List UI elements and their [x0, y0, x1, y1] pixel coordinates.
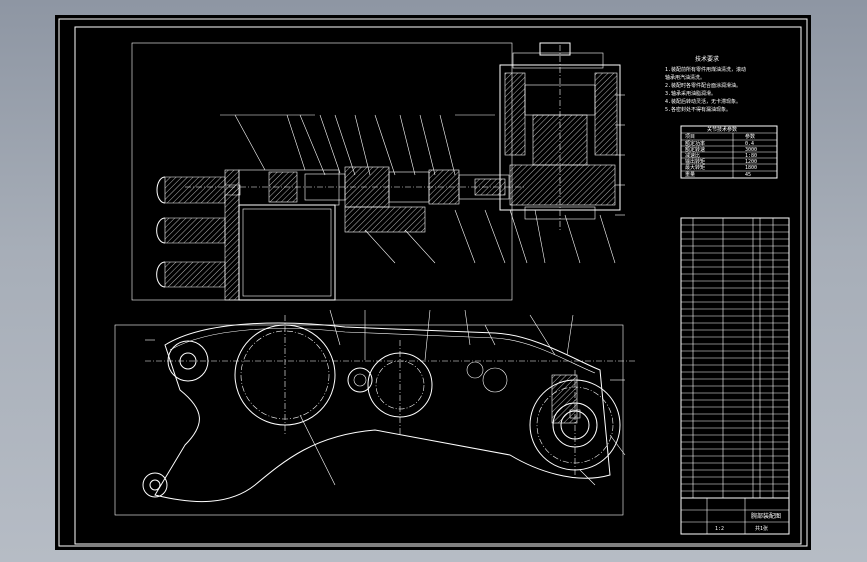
- notes-heading: 技术要求: [695, 55, 719, 63]
- drawing-scale: 1:2: [715, 526, 724, 532]
- technical-notes: 技术要求 1.装配前所有零件用煤油清洗，滚动 轴承用汽油清洗。 2.装配时各零件…: [665, 55, 746, 113]
- spec-cell: 额定功率: [685, 140, 705, 147]
- parts-list: [680, 217, 790, 499]
- spec-cell: 项目: [685, 134, 695, 140]
- spec-cell: 额定转速: [685, 146, 705, 153]
- inner-border: [74, 26, 802, 545]
- spec-table-heading: 关节技术参数: [707, 126, 737, 133]
- notes-line: 5.各密封处不得有漏油现象。: [665, 106, 731, 113]
- drawing-title: 腕部装配图: [751, 512, 781, 520]
- spec-table: 关节技术参数 项目 参数 额定功率 0.4 额定转速 3000 减速比 1:80…: [680, 125, 778, 179]
- elevation-view: [114, 309, 635, 516]
- notes-line: 2.装配时各零件配合面涂润滑油。: [665, 82, 741, 89]
- section-view: [131, 42, 625, 301]
- title-block: 腕部装配图 1:2 共1张: [680, 497, 790, 535]
- cad-drawing-canvas: 技术要求 1.装配前所有零件用煤油清洗，滚动 轴承用汽油清洗。 2.装配时各零件…: [55, 15, 811, 550]
- notes-line: 轴承用汽油清洗。: [665, 74, 705, 81]
- spec-cell: 减速比: [685, 152, 700, 159]
- spec-cell: 输出转矩: [685, 158, 705, 165]
- parts-list-rows: [681, 224, 789, 492]
- spec-cell: 1:80: [745, 153, 757, 159]
- notes-line: 3.轴承采用油脂润滑。: [665, 90, 716, 97]
- notes-line: 1.装配前所有零件用煤油清洗，滚动: [665, 66, 746, 73]
- spec-cell: 参数: [745, 133, 755, 140]
- assembly-drawing: 技术要求 1.装配前所有零件用煤油清洗，滚动 轴承用汽油清洗。 2.装配时各零件…: [58, 18, 808, 547]
- spec-cell: 0.4: [745, 141, 754, 147]
- spec-cell: 45: [745, 172, 751, 178]
- notes-line: 4.装配后转动灵活，无卡滞现象。: [665, 98, 741, 105]
- spec-cell: 3000: [745, 147, 757, 153]
- spec-cell: 重量: [685, 171, 695, 178]
- spec-cell: 1800: [745, 165, 757, 171]
- spec-cell: 最大转矩: [685, 164, 705, 171]
- outer-border: [58, 18, 808, 547]
- drawing-sheet: 共1张: [755, 525, 768, 532]
- spec-cell: 1200: [745, 159, 757, 165]
